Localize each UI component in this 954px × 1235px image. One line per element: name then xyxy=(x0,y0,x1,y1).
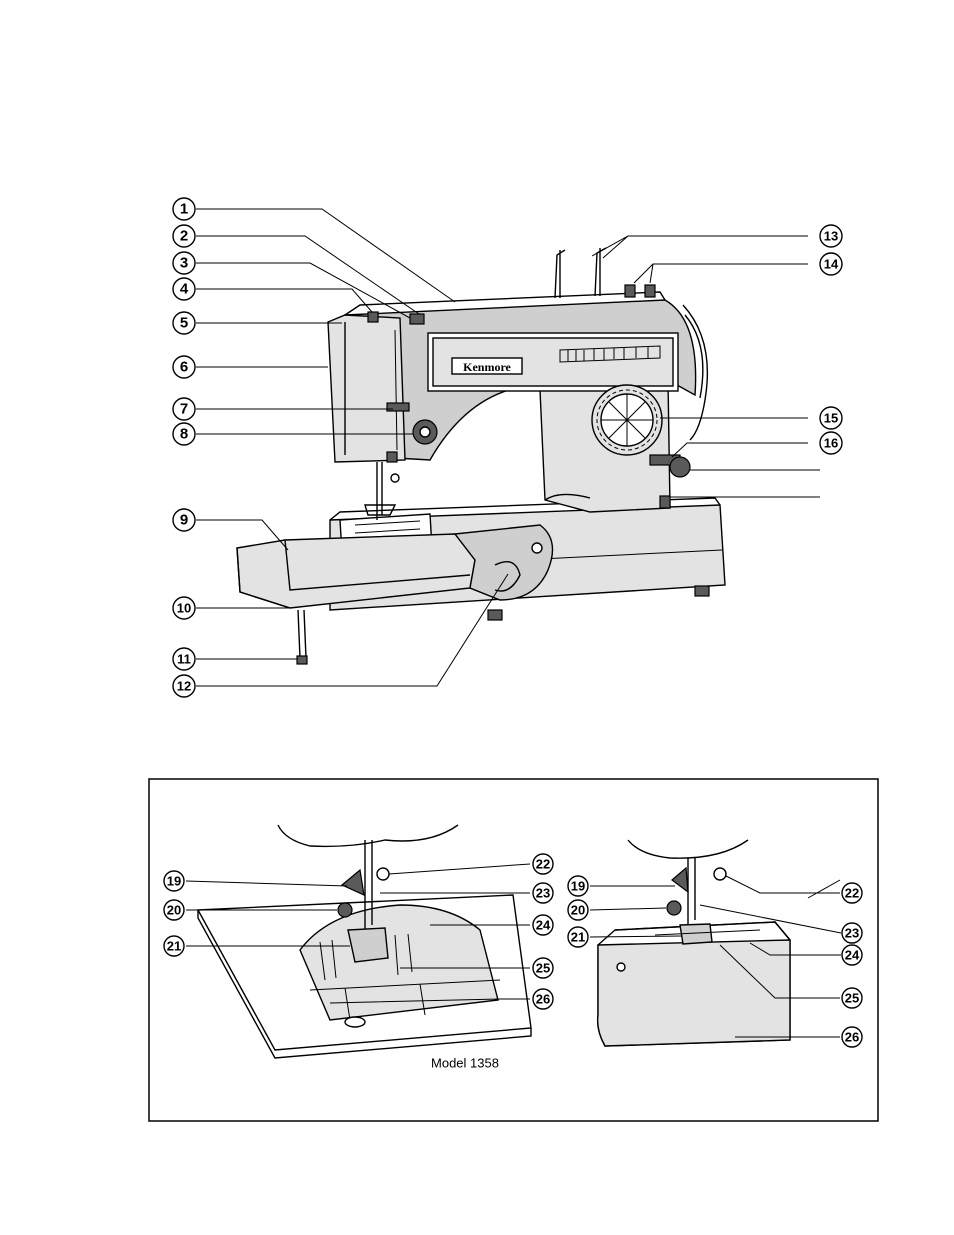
callout-8: 8 xyxy=(173,423,195,445)
callout-10: 10 xyxy=(173,597,195,619)
flatbed-callout-25: 25 xyxy=(533,958,553,978)
svg-text:25: 25 xyxy=(536,961,550,976)
svg-text:21: 21 xyxy=(571,930,585,945)
svg-text:10: 10 xyxy=(177,601,191,616)
callout-6: 6 xyxy=(173,356,195,378)
callout-2: 2 xyxy=(173,225,195,247)
svg-text:24: 24 xyxy=(845,948,860,963)
svg-text:16: 16 xyxy=(824,436,838,451)
flatbed-callout-19: 19 xyxy=(164,871,184,891)
main-callouts-right: 13 14 15 16 xyxy=(820,225,842,454)
freearm-callout-19: 19 xyxy=(568,876,588,896)
freearm-callout-26: 26 xyxy=(842,1027,862,1047)
freearm-callout-24: 24 xyxy=(842,945,862,965)
svg-text:25: 25 xyxy=(845,991,859,1006)
callout-14: 14 xyxy=(820,253,842,275)
svg-text:20: 20 xyxy=(571,903,585,918)
svg-text:26: 26 xyxy=(536,992,550,1007)
svg-text:14: 14 xyxy=(824,257,839,272)
flatbed-callout-20: 20 xyxy=(164,900,184,920)
freearm-callout-23: 23 xyxy=(842,923,862,943)
flatbed-callout-22: 22 xyxy=(533,854,553,874)
svg-text:26: 26 xyxy=(845,1030,859,1045)
freearm-illustration xyxy=(598,840,790,1046)
svg-text:19: 19 xyxy=(167,874,181,889)
svg-text:15: 15 xyxy=(824,411,838,426)
svg-text:8: 8 xyxy=(180,426,188,443)
freearm-callout-20: 20 xyxy=(568,900,588,920)
sewing-machine-illustration: Kenmore xyxy=(237,248,725,664)
callout-5: 5 xyxy=(173,312,195,334)
svg-text:11: 11 xyxy=(177,652,191,667)
callout-11: 11 xyxy=(173,648,195,670)
main-leader-lines xyxy=(196,209,820,686)
svg-text:23: 23 xyxy=(536,886,550,901)
svg-text:23: 23 xyxy=(845,926,859,941)
svg-text:5: 5 xyxy=(180,315,188,332)
main-callouts-left: 1 2 3 4 5 6 7 8 9 10 11 12 xyxy=(173,198,195,697)
callout-16: 16 xyxy=(820,432,842,454)
svg-text:7: 7 xyxy=(180,401,188,418)
brand-label: Kenmore xyxy=(463,360,511,374)
flatbed-illustration xyxy=(198,825,531,1058)
callout-3: 3 xyxy=(173,252,195,274)
svg-text:22: 22 xyxy=(845,886,859,901)
flatbed-callout-26: 26 xyxy=(533,989,553,1009)
callout-12: 12 xyxy=(173,675,195,697)
freearm-callout-25: 25 xyxy=(842,988,862,1008)
svg-text:19: 19 xyxy=(571,879,585,894)
freearm-callout-22: 22 xyxy=(842,883,862,903)
svg-text:1: 1 xyxy=(180,201,188,218)
callout-4: 4 xyxy=(173,278,195,300)
svg-text:12: 12 xyxy=(177,679,191,694)
svg-text:2: 2 xyxy=(180,228,188,245)
callout-15: 15 xyxy=(820,407,842,429)
svg-text:4: 4 xyxy=(180,281,189,298)
callout-13: 13 xyxy=(820,225,842,247)
svg-text:9: 9 xyxy=(180,512,188,529)
svg-text:6: 6 xyxy=(180,359,188,376)
freearm-callout-21: 21 xyxy=(568,927,588,947)
svg-text:13: 13 xyxy=(824,229,838,244)
callout-7: 7 xyxy=(173,398,195,420)
flatbed-callout-24: 24 xyxy=(533,915,553,935)
svg-text:21: 21 xyxy=(167,939,181,954)
callout-9: 9 xyxy=(173,509,195,531)
svg-text:24: 24 xyxy=(536,918,551,933)
svg-text:20: 20 xyxy=(167,903,181,918)
flatbed-callout-21: 21 xyxy=(164,936,184,956)
flatbed-callout-23: 23 xyxy=(533,883,553,903)
svg-text:3: 3 xyxy=(180,255,188,272)
svg-text:22: 22 xyxy=(536,857,550,872)
model-caption: Model 1358 xyxy=(431,1056,499,1071)
callout-1: 1 xyxy=(173,198,195,220)
